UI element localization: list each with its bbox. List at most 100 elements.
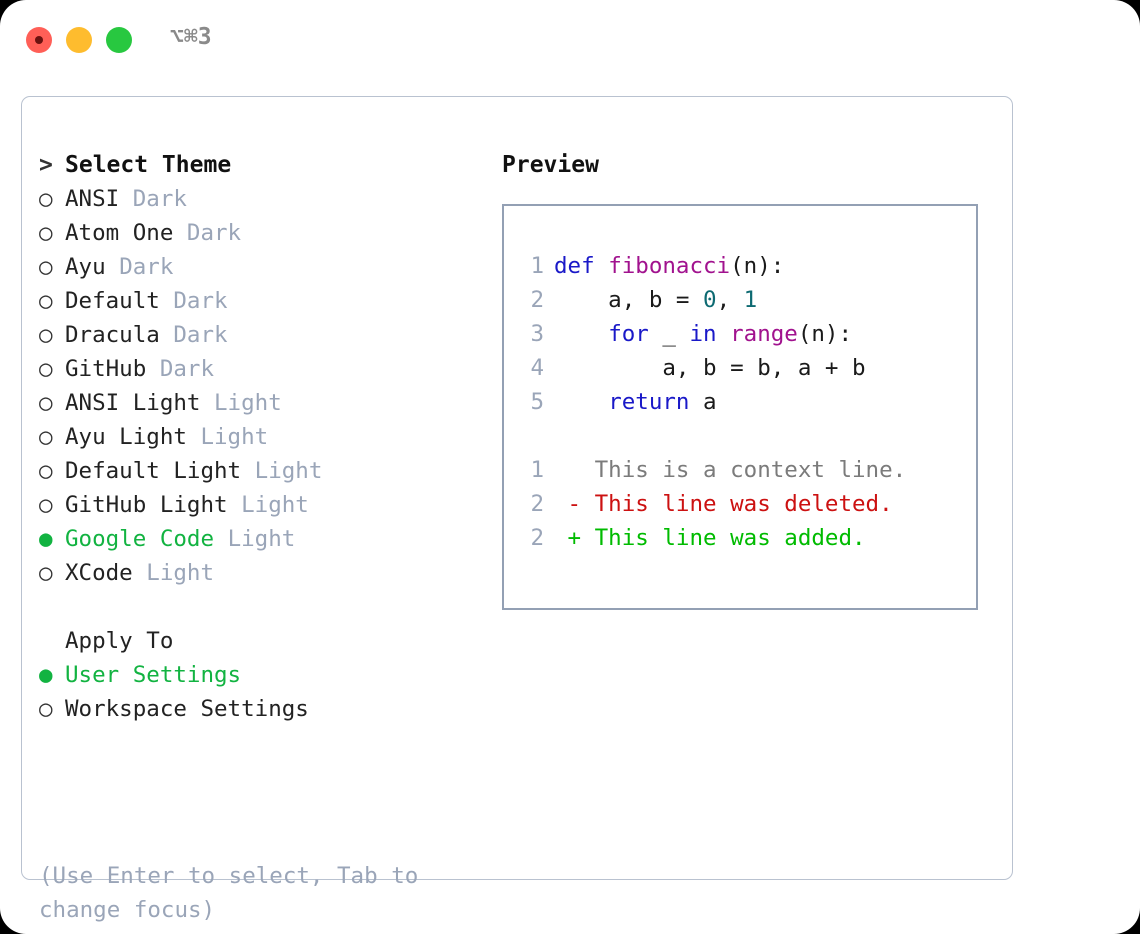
radio-unselected-icon[interactable]: ○ <box>39 458 67 484</box>
theme-picker-column: >Select Theme ○ ANSI Dark○ Atom One Dark… <box>39 148 479 726</box>
apply-to-option[interactable]: ○ Workspace Settings <box>39 692 479 726</box>
theme-kind-badge: Light <box>241 492 309 518</box>
maximize-button-icon[interactable] <box>106 27 132 53</box>
theme-name: Dracula <box>65 322 174 348</box>
theme-list-item[interactable]: ○ ANSI Dark <box>39 182 479 216</box>
theme-kind-badge: Dark <box>173 288 228 314</box>
radio-unselected-icon[interactable]: ○ <box>39 322 67 348</box>
theme-kind-badge: Light <box>200 424 269 450</box>
theme-list: ○ ANSI Dark○ Atom One Dark○ Ayu Dark○ De… <box>39 182 479 590</box>
select-theme-header: >Select Theme <box>39 148 479 182</box>
theme-list-item[interactable]: ○ GitHub Light Light <box>39 488 479 522</box>
theme-kind-badge: Dark <box>132 186 187 212</box>
line-number: 2 <box>530 491 544 517</box>
keyboard-hint-text: (Use Enter to select, Tab to change focu… <box>39 863 432 923</box>
radio-selected-icon[interactable]: ● <box>39 662 67 688</box>
code-line: 2 a, b = 0, 1 <box>518 283 906 317</box>
diff-line: 2 - This line was deleted. <box>518 487 906 521</box>
code-token: range <box>730 321 798 347</box>
radio-unselected-icon[interactable]: ○ <box>39 492 67 518</box>
diff-line-text: This is a context line. <box>554 457 907 483</box>
line-number: 3 <box>530 321 544 347</box>
code-token: return <box>608 389 690 415</box>
theme-name: ANSI Light <box>65 390 215 416</box>
theme-name: Default <box>65 288 174 314</box>
diff-line-text: - This line was deleted. <box>554 491 893 517</box>
radio-unselected-icon[interactable]: ○ <box>39 424 67 450</box>
theme-kind-badge: Light <box>227 526 296 552</box>
code-token: 0 <box>703 287 717 313</box>
preview-title: Preview <box>502 152 599 178</box>
code-diff-separator <box>518 419 906 453</box>
theme-list-item[interactable]: ○ ANSI Light Light <box>39 386 479 420</box>
radio-unselected-icon[interactable]: ○ <box>39 288 67 314</box>
code-token: def <box>554 253 609 279</box>
theme-list-item[interactable]: ○ Default Dark <box>39 284 479 318</box>
code-token: fibonacci <box>608 253 731 279</box>
code-token: 1 <box>743 287 758 313</box>
code-token: (n): <box>730 253 785 279</box>
code-token <box>717 321 731 347</box>
apply-to-option-label: Workspace Settings <box>65 696 309 722</box>
apply-to-option[interactable]: ● User Settings <box>39 658 479 692</box>
radio-unselected-icon[interactable]: ○ <box>39 254 67 280</box>
radio-unselected-icon[interactable]: ○ <box>39 390 67 416</box>
minimize-button-icon[interactable] <box>66 27 92 53</box>
theme-name: Ayu <box>65 254 120 280</box>
diff-line-text: + This line was added. <box>554 525 866 551</box>
theme-name: Ayu Light <box>65 424 201 450</box>
line-number: 5 <box>530 389 544 415</box>
theme-list-item[interactable]: ○ Ayu Dark <box>39 250 479 284</box>
theme-list-item[interactable]: ● Google Code Light <box>39 522 479 556</box>
theme-kind-badge: Dark <box>173 322 228 348</box>
main-panel: >Select Theme ○ ANSI Dark○ Atom One Dark… <box>21 96 1013 923</box>
radio-unselected-icon[interactable]: ○ <box>39 220 67 246</box>
radio-unselected-icon[interactable]: ○ <box>39 696 67 722</box>
code-token: a <box>689 389 717 415</box>
line-number: 4 <box>530 355 544 381</box>
theme-list-item[interactable]: ○ Ayu Light Light <box>39 420 479 454</box>
theme-kind-badge: Dark <box>186 220 242 246</box>
apply-to-label-row: Apply To <box>39 624 479 658</box>
theme-kind-badge: Light <box>214 390 282 416</box>
radio-selected-icon[interactable]: ● <box>39 526 67 552</box>
code-token: _ <box>648 321 690 347</box>
code-token: for <box>608 321 649 347</box>
radio-unselected-icon[interactable]: ○ <box>39 186 67 212</box>
apply-to-label: Apply To <box>65 628 174 654</box>
apply-to-options: ● User Settings○ Workspace Settings <box>39 658 479 726</box>
apply-to-marker-spacer <box>39 624 65 658</box>
prompt-caret-icon: > <box>39 152 53 178</box>
line-number: 1 <box>530 457 544 483</box>
apply-to-option-label: User Settings <box>65 662 242 688</box>
code-token <box>554 321 608 347</box>
theme-list-item[interactable]: ○ Dracula Dark <box>39 318 479 352</box>
theme-list-item[interactable]: ○ Atom One Dark <box>39 216 479 250</box>
code-line: 3 for _ in range(n): <box>518 317 906 351</box>
line-number: 1 <box>530 253 544 279</box>
code-token: (n): <box>797 321 853 347</box>
title-bar: ⌥⌘3 <box>0 0 1140 80</box>
theme-kind-badge: Dark <box>159 356 215 382</box>
code-token: in <box>689 321 717 347</box>
theme-list-item[interactable]: ○ Default Light Light <box>39 454 479 488</box>
code-token: a, b = b, a + b <box>554 355 866 381</box>
diff-line: 2 + This line was added. <box>518 521 906 555</box>
theme-name: GitHub <box>65 356 160 382</box>
code-token: , <box>716 287 744 313</box>
radio-unselected-icon[interactable]: ○ <box>39 560 67 586</box>
diff-line: 1 This is a context line. <box>518 453 906 487</box>
theme-kind-badge: Light <box>146 560 215 586</box>
close-button-icon[interactable] <box>26 27 52 53</box>
code-line: 1 def fibonacci(n): <box>518 249 906 283</box>
theme-list-item[interactable]: ○ GitHub Dark <box>39 352 479 386</box>
list-spacer <box>39 590 479 624</box>
radio-unselected-icon[interactable]: ○ <box>39 356 67 382</box>
theme-name: ANSI <box>65 186 133 212</box>
theme-list-item[interactable]: ○ XCode Light <box>39 556 479 590</box>
code-token <box>554 389 608 415</box>
keyboard-shortcut-label: ⌥⌘3 <box>170 24 212 50</box>
